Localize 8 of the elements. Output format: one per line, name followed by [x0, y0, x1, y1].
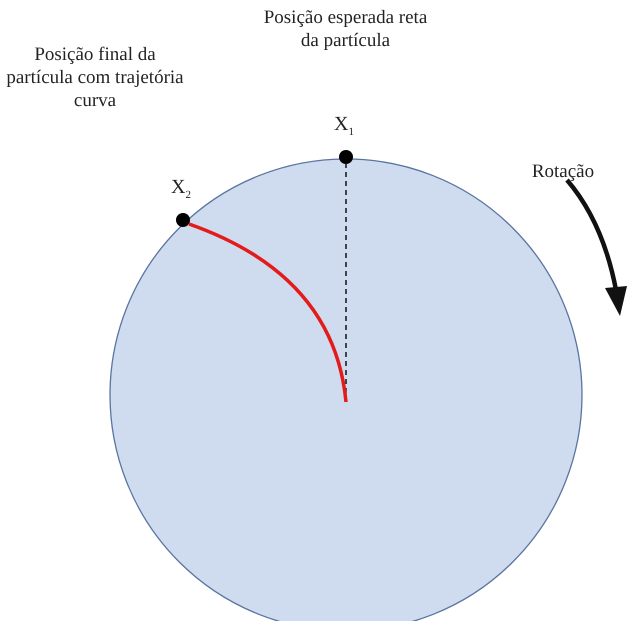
particle-point: [176, 213, 190, 227]
annotation-text: Rotação: [530, 160, 596, 183]
point-label: X$_{2}$: [171, 176, 191, 201]
annotation-text: Posição final da partícula com trajetória curva: [5, 43, 185, 112]
annotation-text: Posição esperada reta da partícula: [262, 6, 428, 52]
particle-point: [339, 150, 353, 164]
curved-trajectory: [188, 222, 348, 402]
point-label: X$_{1}$: [334, 113, 354, 138]
